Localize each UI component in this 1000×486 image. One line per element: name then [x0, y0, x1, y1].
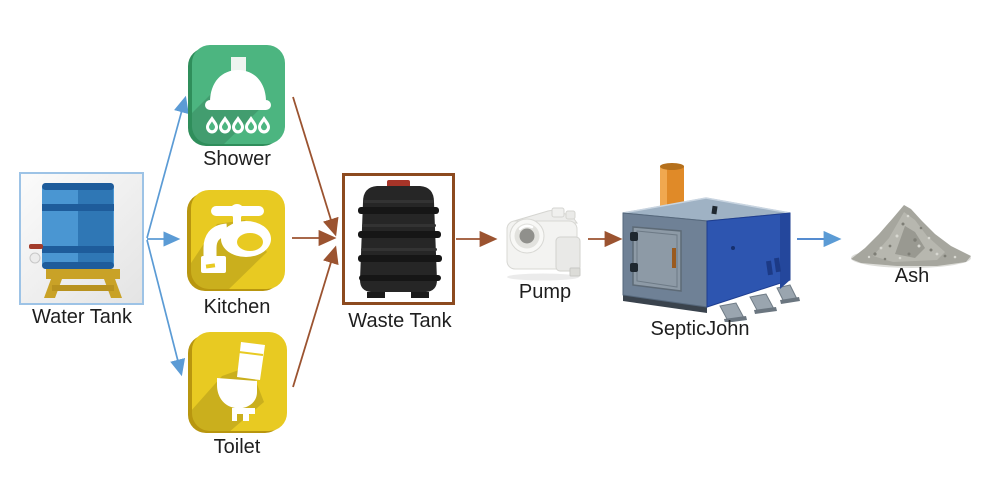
node-toilet [188, 332, 287, 433]
arrow-toilet-to-wastetank [292, 245, 339, 388]
waste-tank-icon [358, 180, 442, 298]
pump-icon [506, 207, 581, 281]
septicjohn-incinerator-icon [622, 163, 800, 322]
septicjohn-label: SepticJohn [650, 318, 750, 340]
node-water-tank [19, 172, 144, 305]
node-shower [188, 45, 285, 146]
toilet-label: Toilet [213, 436, 261, 458]
arrow-watertank-to-toilet [146, 239, 186, 377]
node-septicjohn [620, 160, 800, 322]
shower-icon [188, 45, 285, 146]
node-kitchen [187, 190, 285, 291]
ash-pile-icon [851, 205, 971, 268]
toilet-icon [188, 332, 287, 433]
node-pump [499, 202, 587, 282]
arrow-watertank-to-shower [146, 95, 189, 239]
kitchen-faucet-icon [187, 190, 285, 291]
ash-label: Ash [894, 265, 930, 287]
node-ash [845, 196, 980, 271]
node-waste-tank [342, 173, 455, 305]
kitchen-label: Kitchen [203, 296, 271, 318]
arrow-shower-to-wastetank [292, 96, 339, 237]
shower-label: Shower [203, 148, 271, 170]
waste-tank-label: Waste Tank [348, 310, 452, 332]
pump-label: Pump [518, 281, 572, 303]
water-tank-label: Water Tank [31, 306, 133, 328]
water-tank-icon [29, 183, 122, 298]
